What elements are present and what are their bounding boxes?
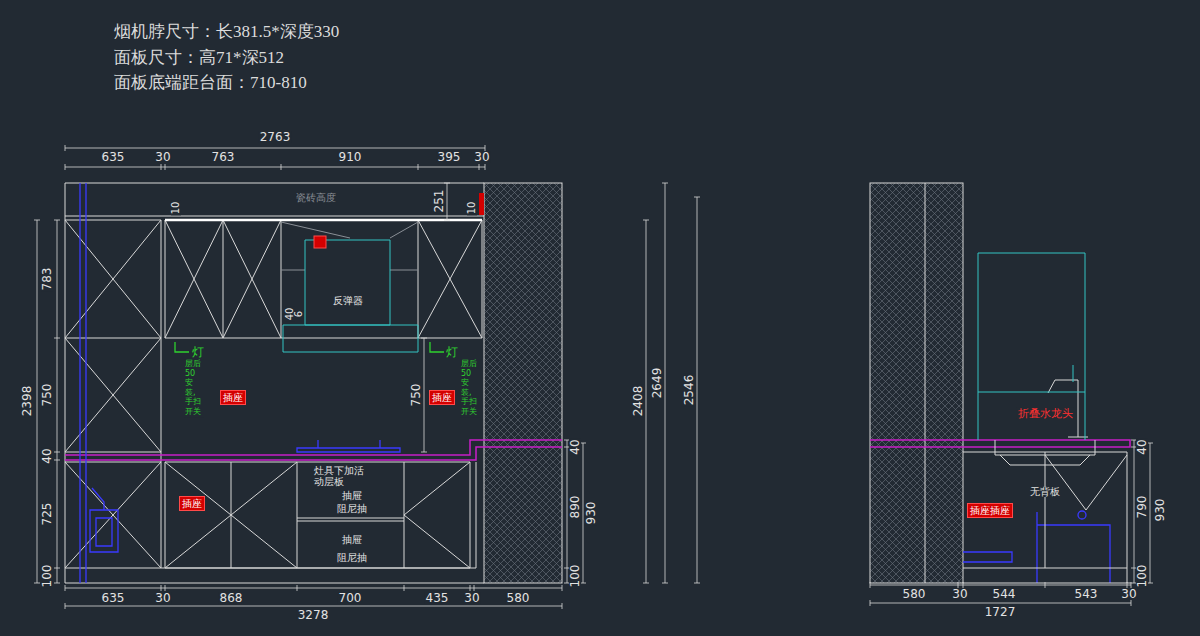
dimension-value: 40 — [1136, 438, 1148, 455]
dimension-value: 10 — [467, 201, 477, 216]
cabinet-outline — [65, 183, 484, 583]
dimension-value: 3278 — [297, 609, 330, 621]
dimension-value: 890 — [569, 495, 581, 520]
note-text: 烟机脖尺寸：长381.5*深度330 — [113, 23, 340, 40]
socket-box: 插座 — [179, 496, 205, 511]
dimension-value: 750 — [410, 383, 422, 408]
light-mark — [175, 342, 444, 352]
range-hood — [283, 240, 418, 352]
dimension-value: 30 — [463, 592, 480, 604]
dimension-value: 30 — [951, 588, 968, 600]
dimension-value: 6 — [294, 310, 304, 318]
cabinet-label: 阻尼抽 — [336, 504, 368, 514]
dimension-value: 580 — [506, 592, 531, 604]
socket-box: 插座插座 — [967, 503, 1013, 518]
tile-height-label: 瓷砖高度 — [295, 193, 337, 203]
dimension-value: 544 — [992, 588, 1017, 600]
cabinet-outline — [963, 380, 1131, 583]
shelf-line — [281, 222, 418, 270]
socket-box: 插座 — [429, 390, 455, 405]
countertop — [870, 440, 1130, 447]
light-label: 灯 — [445, 346, 459, 358]
dimension-value: 790 — [1136, 495, 1148, 520]
cabinet-label: 抽屉 — [341, 491, 363, 501]
dimension-value: 1727 — [984, 606, 1017, 618]
wall-line — [925, 183, 926, 583]
dimension-value: 2763 — [259, 131, 292, 143]
dimension-value: 635 — [101, 592, 126, 604]
dimension-value: 435 — [425, 592, 450, 604]
socket-symbol — [314, 236, 326, 248]
socket-symbol — [479, 193, 484, 215]
dimension-value: 700 — [338, 592, 363, 604]
socket-label: 插座插座 — [970, 505, 1010, 516]
dimension-value: 725 — [41, 502, 53, 527]
dimension-value: 40 — [569, 438, 581, 455]
light-note: 层后50安装,手扫开关 — [184, 359, 204, 417]
dimension-value: 2398 — [21, 385, 33, 418]
dimension-value: 2408 — [632, 385, 644, 418]
dimension-value: 30 — [473, 151, 490, 163]
dimension-value: 100 — [569, 564, 581, 589]
dimension-value: 930 — [585, 501, 597, 526]
light-label: 灯 — [191, 346, 205, 358]
socket-box: 插座 — [220, 390, 246, 405]
dimension-value: 30 — [1120, 588, 1137, 600]
cabinet-note: 灶具下加活动层板 — [313, 465, 367, 487]
dimension-value: 40 — [41, 447, 53, 464]
dimension-value: 251 — [433, 189, 445, 214]
dimension-value: 30 — [154, 592, 171, 604]
dimension-value: 930 — [1154, 498, 1166, 523]
dimension-value: 910 — [338, 151, 363, 163]
socket-label: 插座 — [223, 392, 243, 403]
dimension-value: 2649 — [651, 367, 663, 400]
note-text: 面板底端距台面：710-810 — [113, 74, 308, 91]
dimension-value: 100 — [41, 564, 53, 589]
note-text: 面板尺寸：高71*深512 — [113, 49, 285, 66]
socket-label: 插座 — [432, 392, 452, 403]
dimension-value: 10 — [171, 201, 181, 216]
dimension-value: 783 — [41, 267, 53, 292]
dimension-value: 763 — [211, 151, 236, 163]
cabinet-label: 无背板 — [1029, 487, 1061, 497]
pipe — [80, 183, 1110, 583]
dimension-value: 750 — [41, 383, 53, 408]
dimension-value: 100 — [1136, 564, 1148, 589]
tall-cabinet — [978, 253, 1085, 440]
dimension-line — [34, 145, 1153, 609]
socket-label: 插座 — [182, 498, 202, 509]
dimension-value: 868 — [219, 592, 244, 604]
dimension-value: 580 — [902, 588, 927, 600]
wall-hatch — [484, 183, 562, 583]
dimension-value: 30 — [154, 151, 171, 163]
countertop — [65, 440, 562, 460]
dimension-value: 635 — [101, 151, 126, 163]
cabinet-top — [165, 219, 482, 222]
faucet-note: 折叠水龙头 — [1017, 408, 1074, 419]
wall-hatch — [870, 183, 963, 583]
cabinet-label: 阻尼抽 — [336, 553, 368, 563]
dimension-value: 2546 — [683, 374, 695, 407]
light-note: 层后50安装,手扫开关 — [460, 359, 480, 417]
cabinet-label: 抽屉 — [341, 535, 363, 545]
dimension-value: 543 — [1074, 588, 1099, 600]
cabinet-label: 反弹器 — [332, 296, 364, 306]
dimension-value: 395 — [437, 151, 462, 163]
